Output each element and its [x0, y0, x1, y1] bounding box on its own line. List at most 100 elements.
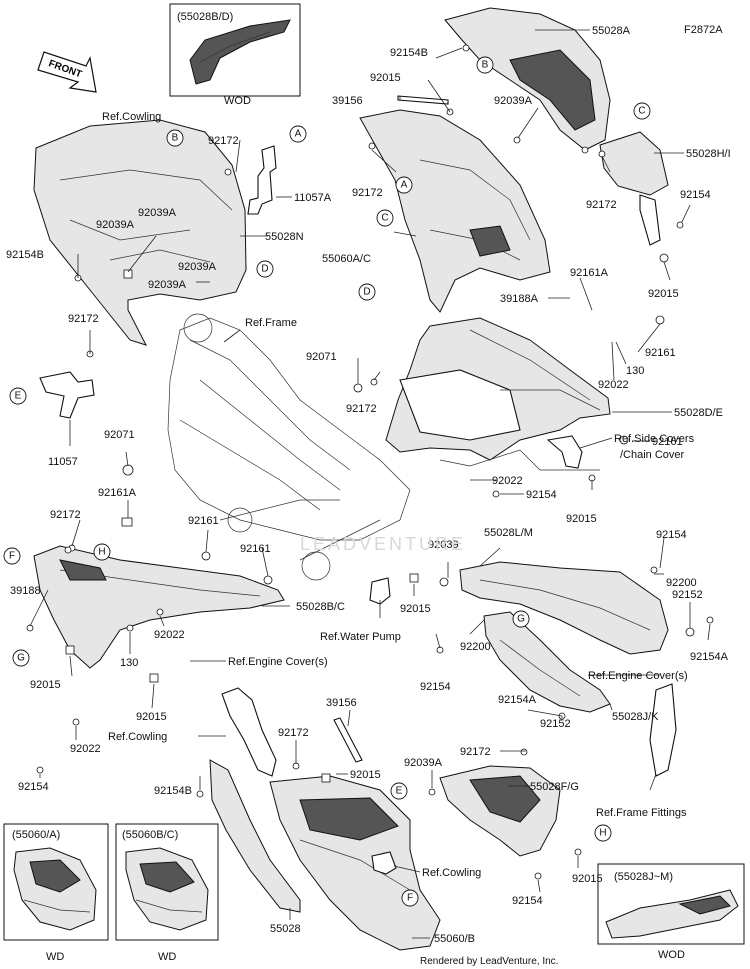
inset-bottom-right-title: (55028J~M) [614, 871, 673, 883]
frame [167, 313, 411, 581]
label-92154B-top: 92154B [390, 47, 428, 59]
part-frame-fittings [649, 683, 677, 777]
callout-E-left: E [9, 387, 27, 405]
label-92154-l: 92154 [18, 781, 49, 793]
label-55028A: 55028A [592, 25, 631, 37]
label-55028FG: 55028F/G [530, 781, 579, 793]
label-11057: 11057 [48, 456, 78, 468]
part-11057A [247, 145, 277, 215]
part-55028LM [459, 561, 669, 655]
label-92039A-b: 92039A [404, 757, 443, 769]
label-92200-r: 92200 [666, 577, 697, 589]
label-11057A: 11057A [294, 192, 332, 204]
label-92015-l2: 92015 [136, 711, 167, 723]
part-inner-panel [221, 687, 277, 777]
label-39156-b: 39156 [326, 697, 357, 709]
part-water-pump-bracket [369, 577, 391, 605]
part-39156-top [397, 95, 449, 105]
inset-bottom-left-b-caption: WD [158, 951, 176, 963]
part-55028 [209, 759, 301, 913]
label-92039A-l1: 92039A [96, 219, 135, 231]
label-92039A-l2: 92039A [138, 207, 177, 219]
label-ref-frame-fittings: Ref.Frame Fittings [596, 807, 687, 819]
part-55028JK [483, 611, 611, 713]
part-55028HI [599, 131, 669, 196]
callout-H-left: H [93, 543, 111, 561]
part-55028FG [439, 765, 561, 857]
label-92154-m: 92154 [526, 489, 557, 501]
label-39188A: 39188A [500, 293, 539, 305]
svg-text:D: D [363, 287, 370, 298]
label-ref-side-covers: Ref.Side Covers [614, 433, 695, 445]
label-92015-b2: 92015 [572, 873, 603, 885]
inset-bottom-left-a-caption: WD [46, 951, 64, 963]
part-labels: 55028A 92154B 92015 39156 92039A 55028H/… [6, 25, 731, 945]
label-55028JK: 55028J/K [612, 711, 659, 723]
label-92172-b2: 92172 [460, 746, 491, 758]
svg-text:G: G [517, 614, 525, 625]
label-92039A-l3: 92039A [178, 261, 217, 273]
callout-C-right: C [633, 102, 651, 120]
label-ref-chain-cover: /Chain Cover [620, 449, 685, 461]
svg-text:C: C [381, 213, 388, 224]
label-ref-cowling-tl: Ref.Cowling [102, 111, 161, 123]
callout-D-mid: D [358, 283, 376, 301]
callout-G-right: G [512, 610, 530, 628]
label-92154-b: 92154 [512, 895, 543, 907]
part-cowling-bracket-bottom [371, 851, 397, 875]
inset-bottom-left-b: (55060B/C) WD [115, 823, 219, 963]
watermark: LEADVENTURE [300, 534, 466, 554]
label-39188: 39188 [10, 585, 41, 597]
svg-text:C: C [638, 106, 645, 117]
label-55028N: 55028N [265, 231, 304, 243]
part-side-cover-bracket [546, 435, 583, 469]
inset-bottom-right: (55028J~M) WOD [597, 863, 745, 961]
part-55028A [444, 7, 611, 151]
svg-text:B: B [482, 60, 489, 71]
svg-text:A: A [295, 129, 302, 140]
label-92172-l2: 92172 [50, 509, 81, 521]
label-92015-r: 92015 [648, 288, 679, 300]
callout-A-left: A [289, 125, 307, 143]
label-92022-r: 92022 [598, 379, 629, 391]
part-55060B [269, 775, 441, 951]
part-55028DE [385, 317, 611, 461]
label-55060AC: 55060A/C [322, 253, 371, 265]
svg-text:H: H [599, 828, 606, 839]
label-55028LM: 55028L/M [484, 527, 533, 539]
svg-text:G: G [17, 653, 25, 664]
label-55028HI: 55028H/I [686, 148, 731, 160]
figure-code: F2872A [684, 24, 723, 36]
label-92154B-b: 92154B [154, 785, 192, 797]
label-55028BC: 55028B/C [296, 601, 345, 613]
label-130-l: 130 [120, 657, 138, 669]
part-39156-bottom [333, 717, 363, 763]
label-92015-c: 92015 [400, 603, 431, 615]
svg-text:E: E [15, 391, 22, 402]
label-92172-l: 92172 [68, 313, 99, 325]
inset-top-left-title: (55028B/D) [177, 11, 233, 23]
svg-text:E: E [396, 786, 403, 797]
svg-text:F: F [9, 551, 15, 562]
label-92172-c: 92172 [352, 187, 383, 199]
front-arrow: FRONT [37, 51, 97, 93]
label-92161A-r: 92161A [570, 267, 609, 279]
callout-D-left: D [256, 260, 274, 278]
label-92200-c: 92200 [460, 641, 491, 653]
callout-G-left: G [12, 649, 30, 667]
label-130-r: 130 [626, 365, 644, 377]
inset-bottom-left-a-title: (55060/A) [12, 829, 60, 841]
footer-credit: Rendered by LeadVenture, Inc. [420, 956, 558, 967]
label-92015-m: 92015 [566, 513, 597, 525]
label-ref-cowling-b: Ref.Cowling [422, 867, 481, 879]
label-92022-l2: 92022 [70, 743, 101, 755]
svg-text:D: D [261, 264, 268, 275]
callout-A-mid: A [395, 176, 413, 194]
label-ref-cowling-bl: Ref.Cowling [108, 731, 167, 743]
label-92161A-l: 92161A [98, 487, 137, 499]
label-92172-c2: 92172 [346, 403, 377, 415]
label-92039A-top: 92039A [494, 95, 533, 107]
label-55028DE: 55028D/E [674, 407, 723, 419]
label-92152-c: 92152 [540, 718, 571, 730]
callout-B-top: B [476, 56, 494, 74]
